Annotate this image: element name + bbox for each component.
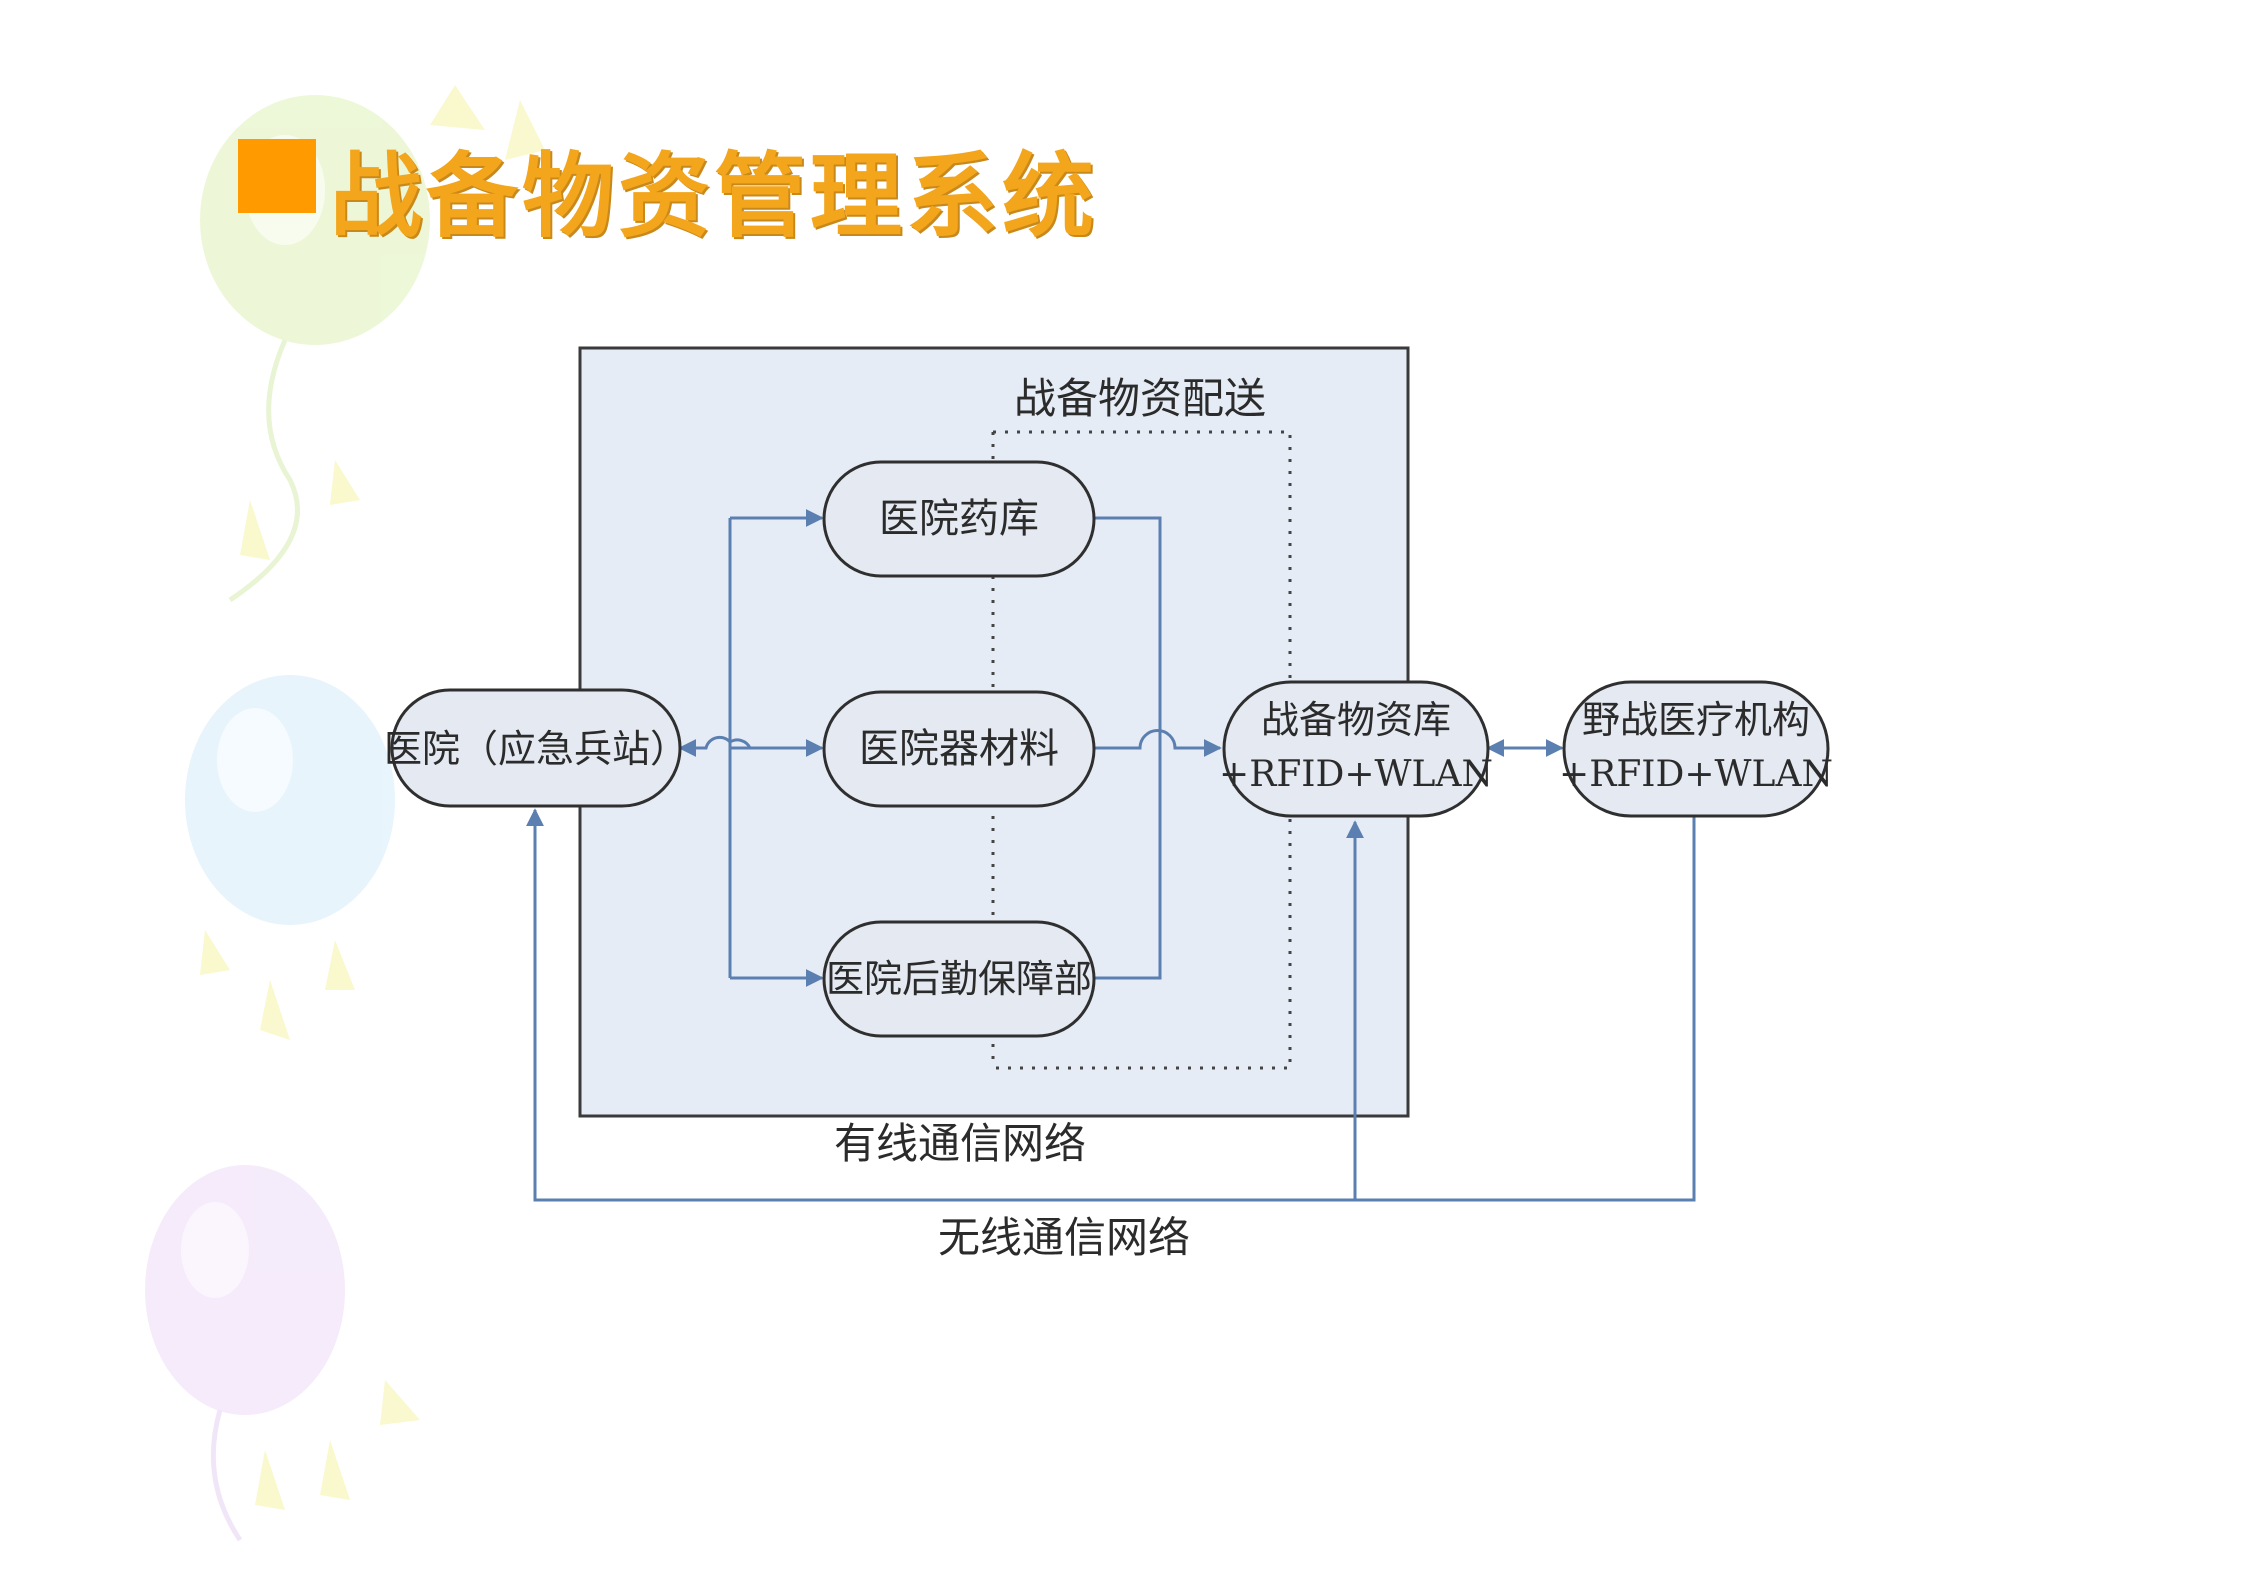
node-field-line1: 野战医疗机构 <box>1582 698 1810 742</box>
wired-network-label: 有线通信网络 <box>834 1119 1086 1168</box>
node-warehouse-line2: +RFID+WLAN <box>1219 754 1493 795</box>
node-hospital: 医院（应急兵站） <box>384 688 688 808</box>
node-field-medical: 野战医疗机构 +RFID+WLAN <box>1559 680 1833 818</box>
slide-title: 战备物资管理系统 <box>238 128 1098 250</box>
distribution-label: 战备物资配送 <box>1014 374 1266 423</box>
wireless-network-label: 无线通信网络 <box>938 1213 1190 1262</box>
title-bullet-square <box>238 139 316 213</box>
node-logistics-label: 医院后勤保障部 <box>826 957 1092 1001</box>
node-pharmacy: 医院药库 <box>822 460 1096 578</box>
node-equipment: 医院器材料 <box>822 690 1096 808</box>
node-logistics: 医院后勤保障部 <box>822 920 1096 1038</box>
node-field-line2: +RFID+WLAN <box>1559 754 1833 795</box>
node-pharmacy-label: 医院药库 <box>879 496 1039 542</box>
slide-title-text: 战备物资管理系统 <box>330 142 1099 250</box>
node-warehouse: 战备物资库 +RFID+WLAN <box>1219 680 1493 818</box>
node-equipment-label: 医院器材料 <box>859 726 1059 772</box>
node-hospital-label: 医院（应急兵站） <box>384 727 688 771</box>
node-warehouse-line1: 战备物资库 <box>1261 698 1451 742</box>
